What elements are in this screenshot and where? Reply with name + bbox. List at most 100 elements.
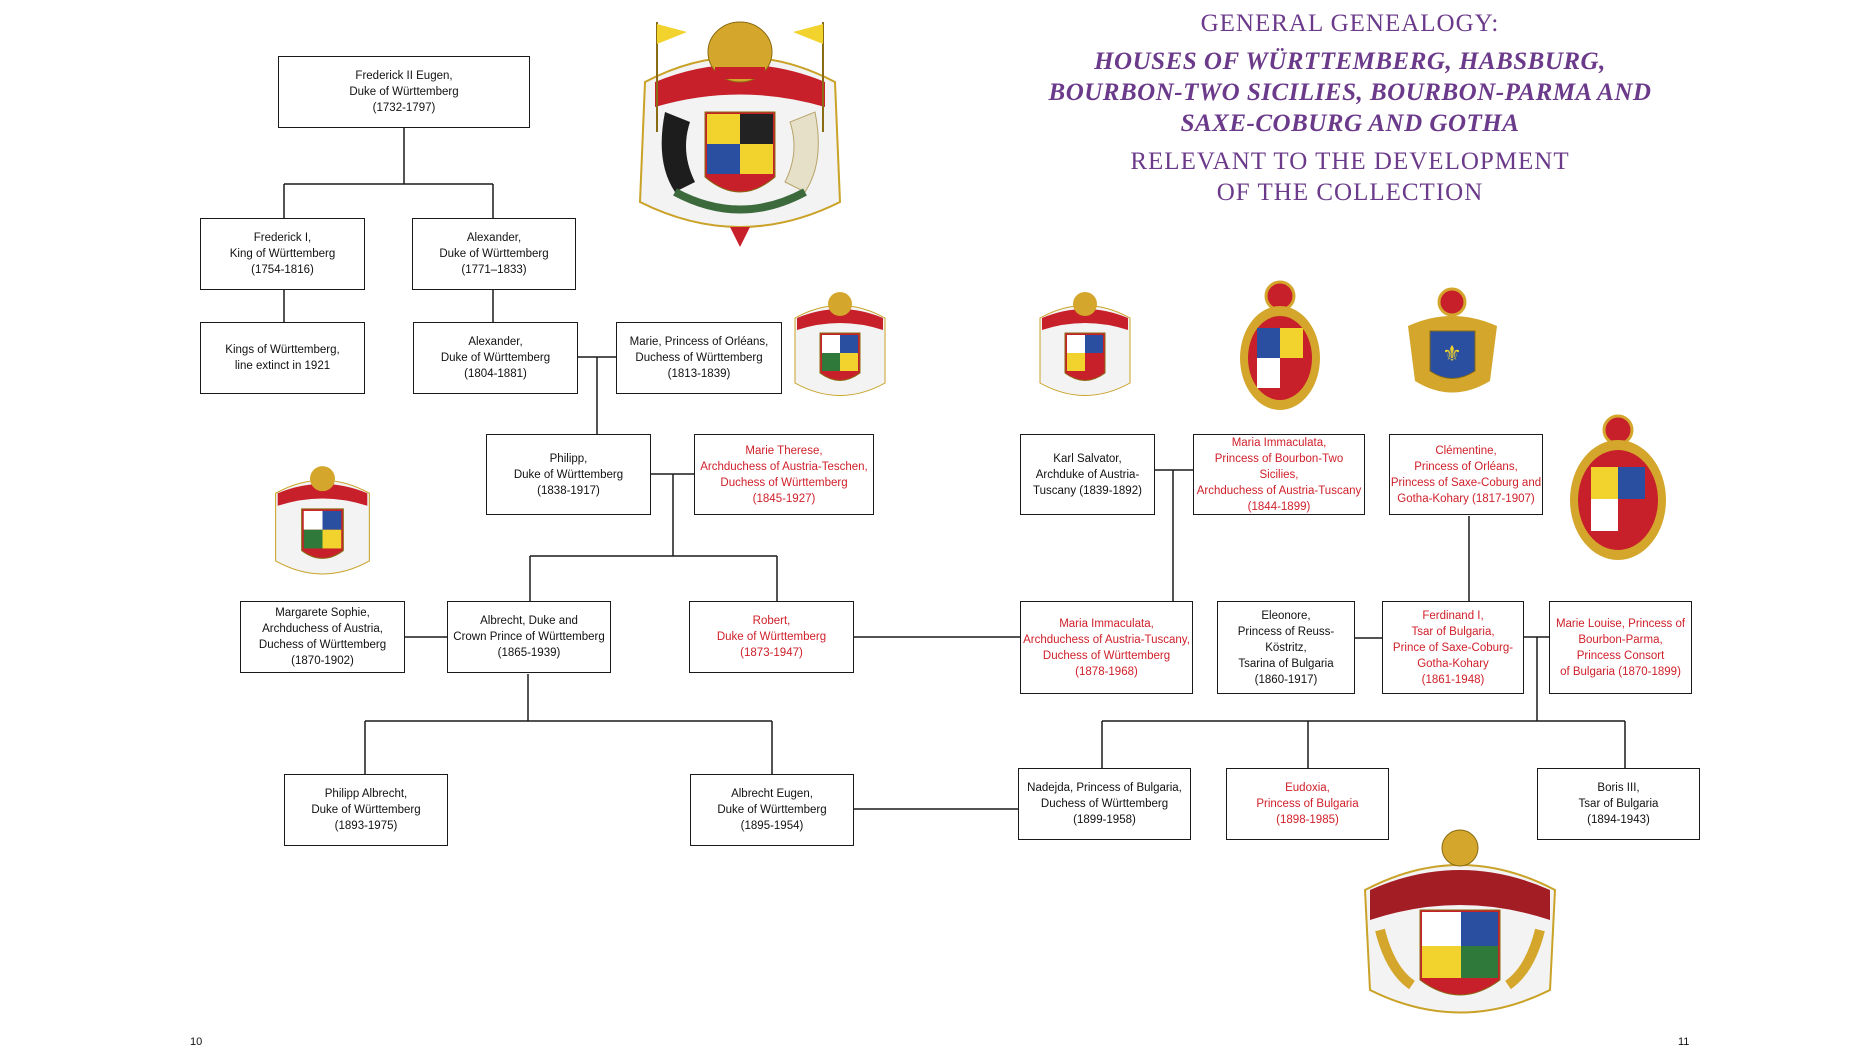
person-maria-immaculata-austria: Maria Immaculata, Archduchess of Austria…: [1020, 601, 1193, 694]
person-nadejda: Nadejda, Princess of Bulgaria, Duchess o…: [1018, 768, 1191, 840]
person-title: Archduchess of Austria-Tuscany,: [1023, 633, 1190, 646]
person-alexander-1771: Alexander, Duke of Württemberg (1771–183…: [412, 218, 576, 290]
person-marie-orleans: Marie, Princess of Orléans, Duchess of W…: [616, 322, 782, 394]
person-name: Margarete Sophie,: [275, 607, 370, 619]
person-title: Duchess of Württemberg: [635, 352, 763, 364]
orleans-coat-of-arms-icon: ⚜: [1408, 287, 1497, 393]
person-title: King of Württemberg: [229, 248, 336, 260]
page-number-right: 11: [1678, 1036, 1690, 1048]
person-title: Crown Prince of Württemberg: [453, 631, 605, 643]
person-dates: (1893-1975): [334, 820, 398, 832]
person-title: Princess of Bulgaria: [1256, 798, 1359, 810]
person-dates: of Bulgaria (1870-1899): [1560, 665, 1681, 678]
title-houses-line: BOURBON-TWO SICILIES, BOURBON-PARMA AND: [1048, 79, 1652, 106]
person-maria-immacolata-bourbon: Maria Immaculata, Princess of Bourbon-Tw…: [1193, 434, 1365, 515]
person-dates: (1899-1958): [1073, 814, 1136, 826]
person-name: Maria Immaculata,: [1059, 617, 1154, 630]
person-title: Princess of Reuss-Köstritz,: [1237, 625, 1335, 654]
person-dates: (1754-1816): [251, 264, 314, 276]
person-title: Princess of Bourbon-Two Sicilies,: [1214, 452, 1344, 481]
person-eleonore: Eleonore, Princess of Reuss-Köstritz, Ts…: [1217, 601, 1355, 694]
person-name: Karl Salvator,: [1053, 452, 1122, 465]
person-name: Albrecht Eugen,: [731, 788, 813, 800]
person-title: Duke of Württemberg: [717, 804, 827, 816]
bourbon-two-sicilies-coat-of-arms-icon: [1240, 280, 1320, 410]
person-albrecht-eugen: Albrecht Eugen, Duke of Württemberg (189…: [690, 774, 854, 846]
person-philipp-albrecht: Philipp Albrecht, Duke of Württemberg (1…: [284, 774, 448, 846]
habsburg-coat-of-arms-icon: [794, 292, 886, 396]
person-title: Tsar of Bulgaria: [1578, 798, 1659, 810]
person-name: Boris III,: [1597, 782, 1640, 794]
title-houses-line: HOUSES OF WÜRTTEMBERG, HABSBURG,: [1094, 48, 1606, 75]
person-title: Duchess of Württemberg: [1042, 649, 1171, 662]
person-dates: (1895-1954): [740, 820, 804, 832]
person-dates: (1771–1833): [461, 264, 527, 276]
person-dates: (1861-1948): [1421, 673, 1485, 686]
person-title: Tuscany (1839-1892): [1033, 484, 1142, 497]
person-title: Duke of Württemberg: [311, 804, 421, 816]
person-dates: (1813-1839): [667, 368, 731, 380]
person-name: Ferdinand I,: [1422, 609, 1484, 622]
person-frederick-ii-eugen: Frederick II Eugen, Duke of Württemberg …: [278, 56, 530, 128]
person-title: Bourbon-Parma,: [1578, 633, 1663, 646]
person-name: Frederick II Eugen,: [355, 70, 453, 82]
title-relevant-line: RELEVANT TO THE DEVELOPMENT: [1130, 148, 1570, 175]
person-name: Alexander,: [466, 232, 522, 244]
svg-text:⚜: ⚜: [1442, 342, 1462, 367]
person-philipp: Philipp, Duke of Württemberg (1838-1917): [486, 434, 651, 515]
person-title: Prince of Saxe-Coburg-: [1392, 641, 1514, 654]
person-name: Marie Louise, Princess of: [1555, 617, 1686, 630]
person-albrecht: Albrecht, Duke and Crown Prince of Württ…: [447, 601, 611, 673]
person-title: Duchess of Württemberg: [1040, 798, 1169, 810]
person-title: Duke of Württemberg: [716, 631, 827, 643]
bourbon-parma-coat-of-arms-icon: [1570, 414, 1666, 560]
person-marie-therese: Marie Therese, Archduchess of Austria-Te…: [694, 434, 874, 515]
person-name: Nadejda, Princess of Bulgaria,: [1027, 782, 1182, 794]
person-name: Eudoxia,: [1285, 782, 1330, 794]
person-title: Archduke of Austria-: [1035, 468, 1140, 481]
page-number-left: 10: [190, 1036, 203, 1048]
person-title: Gotha-Kohary (1817-1907): [1397, 492, 1535, 505]
kings-of-wurttemberg: Kings of Württemberg, line extinct in 19…: [200, 322, 365, 394]
person-title: line extinct in 1921: [234, 360, 331, 372]
person-title: Tsarina of Bulgaria: [1238, 657, 1334, 670]
person-robert: Robert, Duke of Württemberg (1873-1947): [689, 601, 854, 673]
person-dates: (1870-1902): [291, 655, 354, 667]
person-name: Kings of Württemberg,: [225, 344, 340, 356]
wurttemberg-coat-of-arms-icon: [638, 21, 842, 247]
person-karl-salvator: Karl Salvator, Archduke of Austria- Tusc…: [1020, 434, 1155, 515]
title-relevant: RELEVANT TO THE DEVELOPMENT OF THE COLLE…: [1000, 146, 1700, 208]
person-name: Eleonore,: [1261, 609, 1311, 622]
person-dates: (1873-1947): [740, 647, 803, 659]
bulgaria-coat-of-arms-icon: [1363, 829, 1557, 1014]
person-dates: (1878-1968): [1075, 665, 1138, 678]
person-title: Princess Consort: [1576, 649, 1665, 662]
person-dates: (1898-1985): [1276, 814, 1339, 826]
person-title: Duke of Württemberg: [349, 86, 459, 98]
person-name: Marie, Princess of Orléans,: [629, 336, 769, 348]
person-name: Albrecht, Duke and: [480, 615, 578, 627]
person-title: Archduchess of Austria-Tuscany: [1196, 484, 1362, 497]
person-title: Archduchess of Austria,: [262, 623, 383, 635]
person-eudoxia: Eudoxia, Princess of Bulgaria (1898-1985…: [1226, 768, 1389, 840]
person-title: Princess of Saxe-Coburg and: [1390, 476, 1542, 489]
person-title: Gotha-Kohary: [1417, 657, 1489, 670]
person-ferdinand-i: Ferdinand I, Tsar of Bulgaria, Prince of…: [1382, 601, 1524, 694]
person-name: Maria Immaculata,: [1231, 436, 1327, 449]
person-title: Duke of Württemberg: [440, 352, 551, 364]
title-general-genealogy: GENERAL GENEALOGY:: [1200, 10, 1500, 37]
person-dates: (1845-1927): [752, 492, 816, 505]
person-title: Duke of Württemberg: [439, 248, 549, 260]
person-title: Duchess of Württemberg: [258, 639, 387, 651]
title-relevant-line: OF THE COLLECTION: [1216, 179, 1484, 206]
person-boris-iii: Boris III, Tsar of Bulgaria (1894-1943): [1537, 768, 1700, 840]
person-name: Frederick I,: [253, 232, 312, 244]
person-title: Archduchess of Austria-Teschen,: [700, 460, 868, 473]
person-title: Princess of Orléans,: [1414, 460, 1518, 473]
person-name: Philipp,: [549, 452, 588, 465]
person-name: Alexander,: [468, 336, 523, 348]
person-dates: (1804-1881): [464, 368, 527, 380]
person-dates: (1865-1939): [497, 647, 561, 659]
